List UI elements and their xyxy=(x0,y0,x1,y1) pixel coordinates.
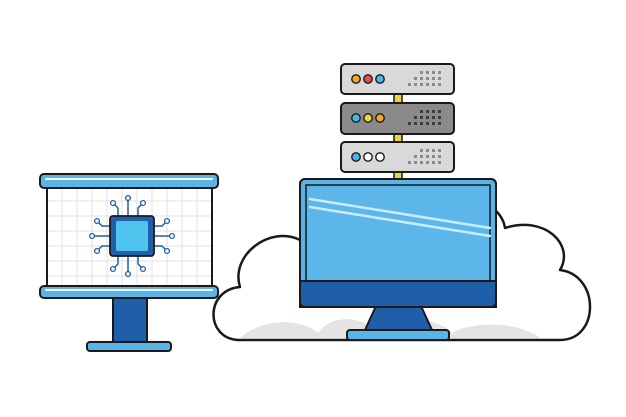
chip-core xyxy=(116,221,148,251)
vent-holes xyxy=(408,71,441,86)
screen-glare xyxy=(308,197,492,238)
computer-monitor-icon xyxy=(299,178,497,341)
led-orange xyxy=(375,113,385,123)
led-orange xyxy=(351,74,361,84)
server-unit-top xyxy=(340,63,455,95)
server-rack-icon xyxy=(340,63,455,173)
vent-holes xyxy=(408,110,441,125)
server-unit-bottom xyxy=(340,141,455,173)
monitor-chin xyxy=(299,280,497,308)
processor-chip-icon xyxy=(88,194,176,278)
monitor-screen xyxy=(305,184,491,282)
led-blue xyxy=(351,152,361,162)
projector-bottom-bar xyxy=(39,285,219,299)
led-blue xyxy=(351,113,361,123)
led-red xyxy=(363,74,373,84)
projector-stand-pole xyxy=(112,294,148,344)
projector-stand-base xyxy=(86,341,172,352)
projector-top-roller xyxy=(39,173,219,189)
projector-screen-icon xyxy=(39,173,219,352)
monitor-base xyxy=(346,329,450,341)
vent-holes xyxy=(408,149,441,164)
led-white xyxy=(375,152,385,162)
led-white xyxy=(363,152,373,162)
led-yellow xyxy=(363,113,373,123)
server-unit-middle xyxy=(340,102,455,135)
monitor-frame-outline xyxy=(299,178,497,308)
led-blue xyxy=(375,74,385,84)
monitor-neck xyxy=(364,305,433,331)
